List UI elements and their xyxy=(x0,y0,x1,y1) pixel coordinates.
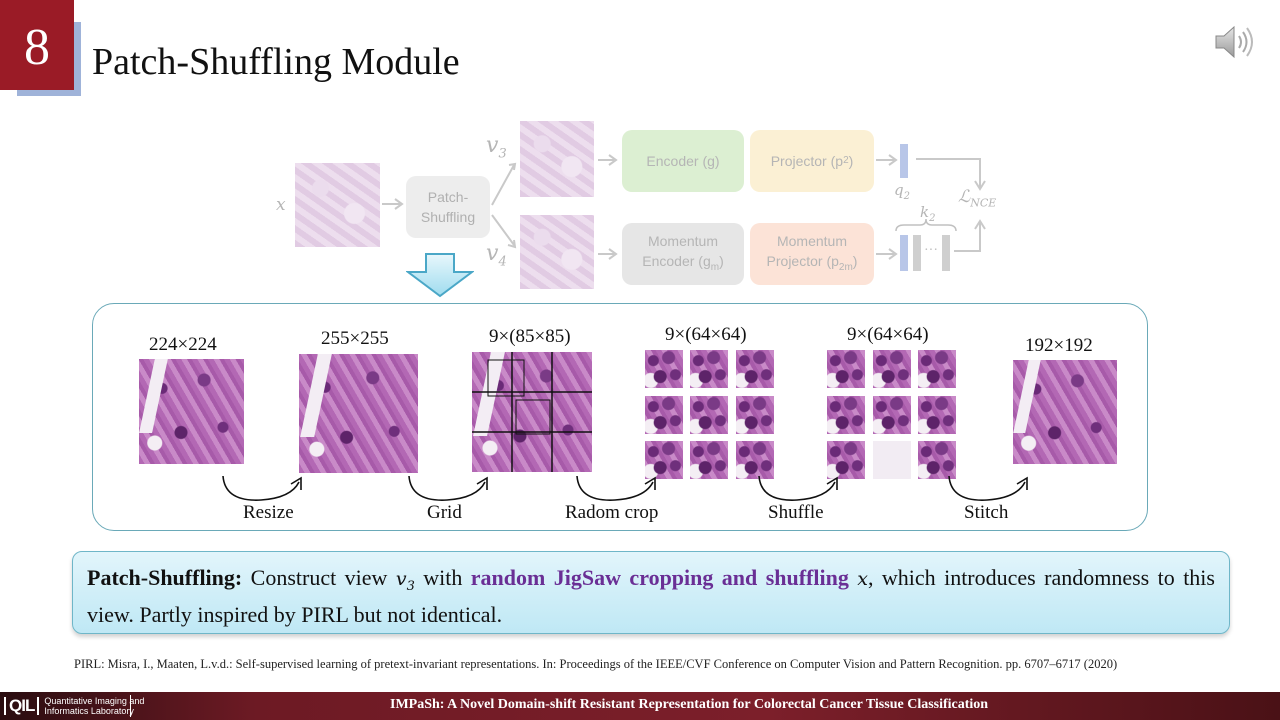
curved-arrow-icon xyxy=(408,475,488,501)
stitched-tissue-image xyxy=(1013,360,1117,464)
input-image xyxy=(295,163,380,247)
reference-citation: PIRL: Misra, I., Maaten, L.v.d.: Self-su… xyxy=(74,657,1118,671)
crop-tile xyxy=(736,350,774,388)
down-arrow-icon xyxy=(406,253,474,298)
crop-tile xyxy=(690,396,728,434)
patch-shuffling-box: Patch- Shuffling xyxy=(406,176,490,238)
size-label-resize-input: 224×224 xyxy=(149,334,217,355)
patch-shuffling-line2: Shuffling xyxy=(420,209,476,225)
shuffled-tile xyxy=(873,396,911,434)
shuffled-tile xyxy=(827,350,865,388)
size-label-resized: 255×255 xyxy=(321,328,389,349)
op-label-crop: Radom crop xyxy=(565,502,659,523)
crop-tile xyxy=(690,350,728,388)
size-label-crop: 9×(64×64) xyxy=(665,324,747,345)
description-box: Patch-Shuffling: Construct view v3 with … xyxy=(72,551,1230,634)
speaker-icon[interactable] xyxy=(1212,22,1260,62)
description-text: , which introduces randomness to this vi… xyxy=(87,565,1215,627)
shuffled-tile xyxy=(918,396,956,434)
op-label-stitch: Stitch xyxy=(964,502,1009,523)
v4-image xyxy=(520,215,594,289)
shuffled-tile xyxy=(873,441,911,479)
footer-divider xyxy=(130,695,131,717)
momentum-encoder-box: Momentum Encoder (gm) xyxy=(622,223,744,285)
op-label-grid: Grid xyxy=(427,502,462,523)
loss-arrows xyxy=(916,158,986,252)
pipeline-diagram: x Patch- Shuffling v3 v4 Encoder (g) Pro… xyxy=(270,115,1030,305)
curved-arrow-icon xyxy=(222,475,302,501)
resized-tissue-image xyxy=(299,354,418,473)
shuffled-tile xyxy=(918,441,956,479)
curved-arrow-icon xyxy=(758,475,838,501)
slide-title: Patch-Shuffling Module xyxy=(92,41,460,83)
loss-label: ℒNCE xyxy=(958,187,997,210)
size-label-grid: 9×(85×85) xyxy=(489,326,571,347)
description-highlight: random JigSaw cropping and shuffling xyxy=(470,565,849,590)
crop-tile xyxy=(645,441,683,479)
momentum-projector-box: Momentum Projector (p2m) xyxy=(750,223,874,285)
op-label-resize: Resize xyxy=(243,502,294,523)
description-text: with xyxy=(414,565,471,590)
arrow-right-icon xyxy=(382,198,404,210)
shuffled-tile xyxy=(873,350,911,388)
k2-label: k2 xyxy=(920,203,936,224)
curved-arrow-icon xyxy=(576,475,656,501)
footer-title: IMPaSh: A Novel Domain-shift Resistant R… xyxy=(390,697,989,712)
description-text: Construct view xyxy=(242,565,396,590)
k2-vector xyxy=(900,235,908,271)
grid-tissue-image xyxy=(472,352,592,472)
size-label-shuffle: 9×(64×64) xyxy=(847,324,929,345)
queue-dots: ··· xyxy=(924,243,938,258)
crop-tile xyxy=(736,441,774,479)
crop-tile xyxy=(645,396,683,434)
k2-brace xyxy=(895,219,957,232)
crop-tile xyxy=(645,350,683,388)
patch-shuffling-line1: Patch- xyxy=(427,189,469,205)
shuffled-tile xyxy=(827,441,865,479)
description-heading: Patch-Shuffling: xyxy=(87,565,243,590)
queue-vector xyxy=(942,235,950,271)
arrow-right-icon xyxy=(876,154,898,166)
logo-mark: QIL xyxy=(4,697,40,715)
crop-tile xyxy=(736,396,774,434)
v3-image xyxy=(520,121,594,197)
shuffled-tile xyxy=(918,350,956,388)
arrow-right-icon xyxy=(876,248,898,260)
input-tissue-image xyxy=(139,359,244,464)
queue-vector xyxy=(913,235,921,271)
curved-arrow-icon xyxy=(948,475,1028,501)
size-label-stitch: 192×192 xyxy=(1025,335,1093,356)
shuffled-tile xyxy=(827,396,865,434)
input-x-label: x xyxy=(276,195,286,215)
q2-vector xyxy=(900,144,908,178)
v3-label: v3 xyxy=(486,133,507,162)
patch-shuffling-panel: 224×224 255×255 9×(85×85) 9×(64×64) 9×(6… xyxy=(92,303,1148,531)
var-v3: v3 xyxy=(395,568,415,594)
v4-label: v4 xyxy=(486,241,507,270)
branch-arrows xyxy=(491,162,517,249)
op-label-shuffle: Shuffle xyxy=(768,502,824,523)
arrow-right-icon xyxy=(598,154,618,166)
arrow-right-icon xyxy=(598,248,618,260)
q2-label: q2 xyxy=(894,181,910,202)
var-x: x xyxy=(857,568,868,590)
crop-tile xyxy=(690,441,728,479)
slide-number: 8 xyxy=(0,0,74,90)
encoder-box: Encoder (g) xyxy=(622,130,744,192)
